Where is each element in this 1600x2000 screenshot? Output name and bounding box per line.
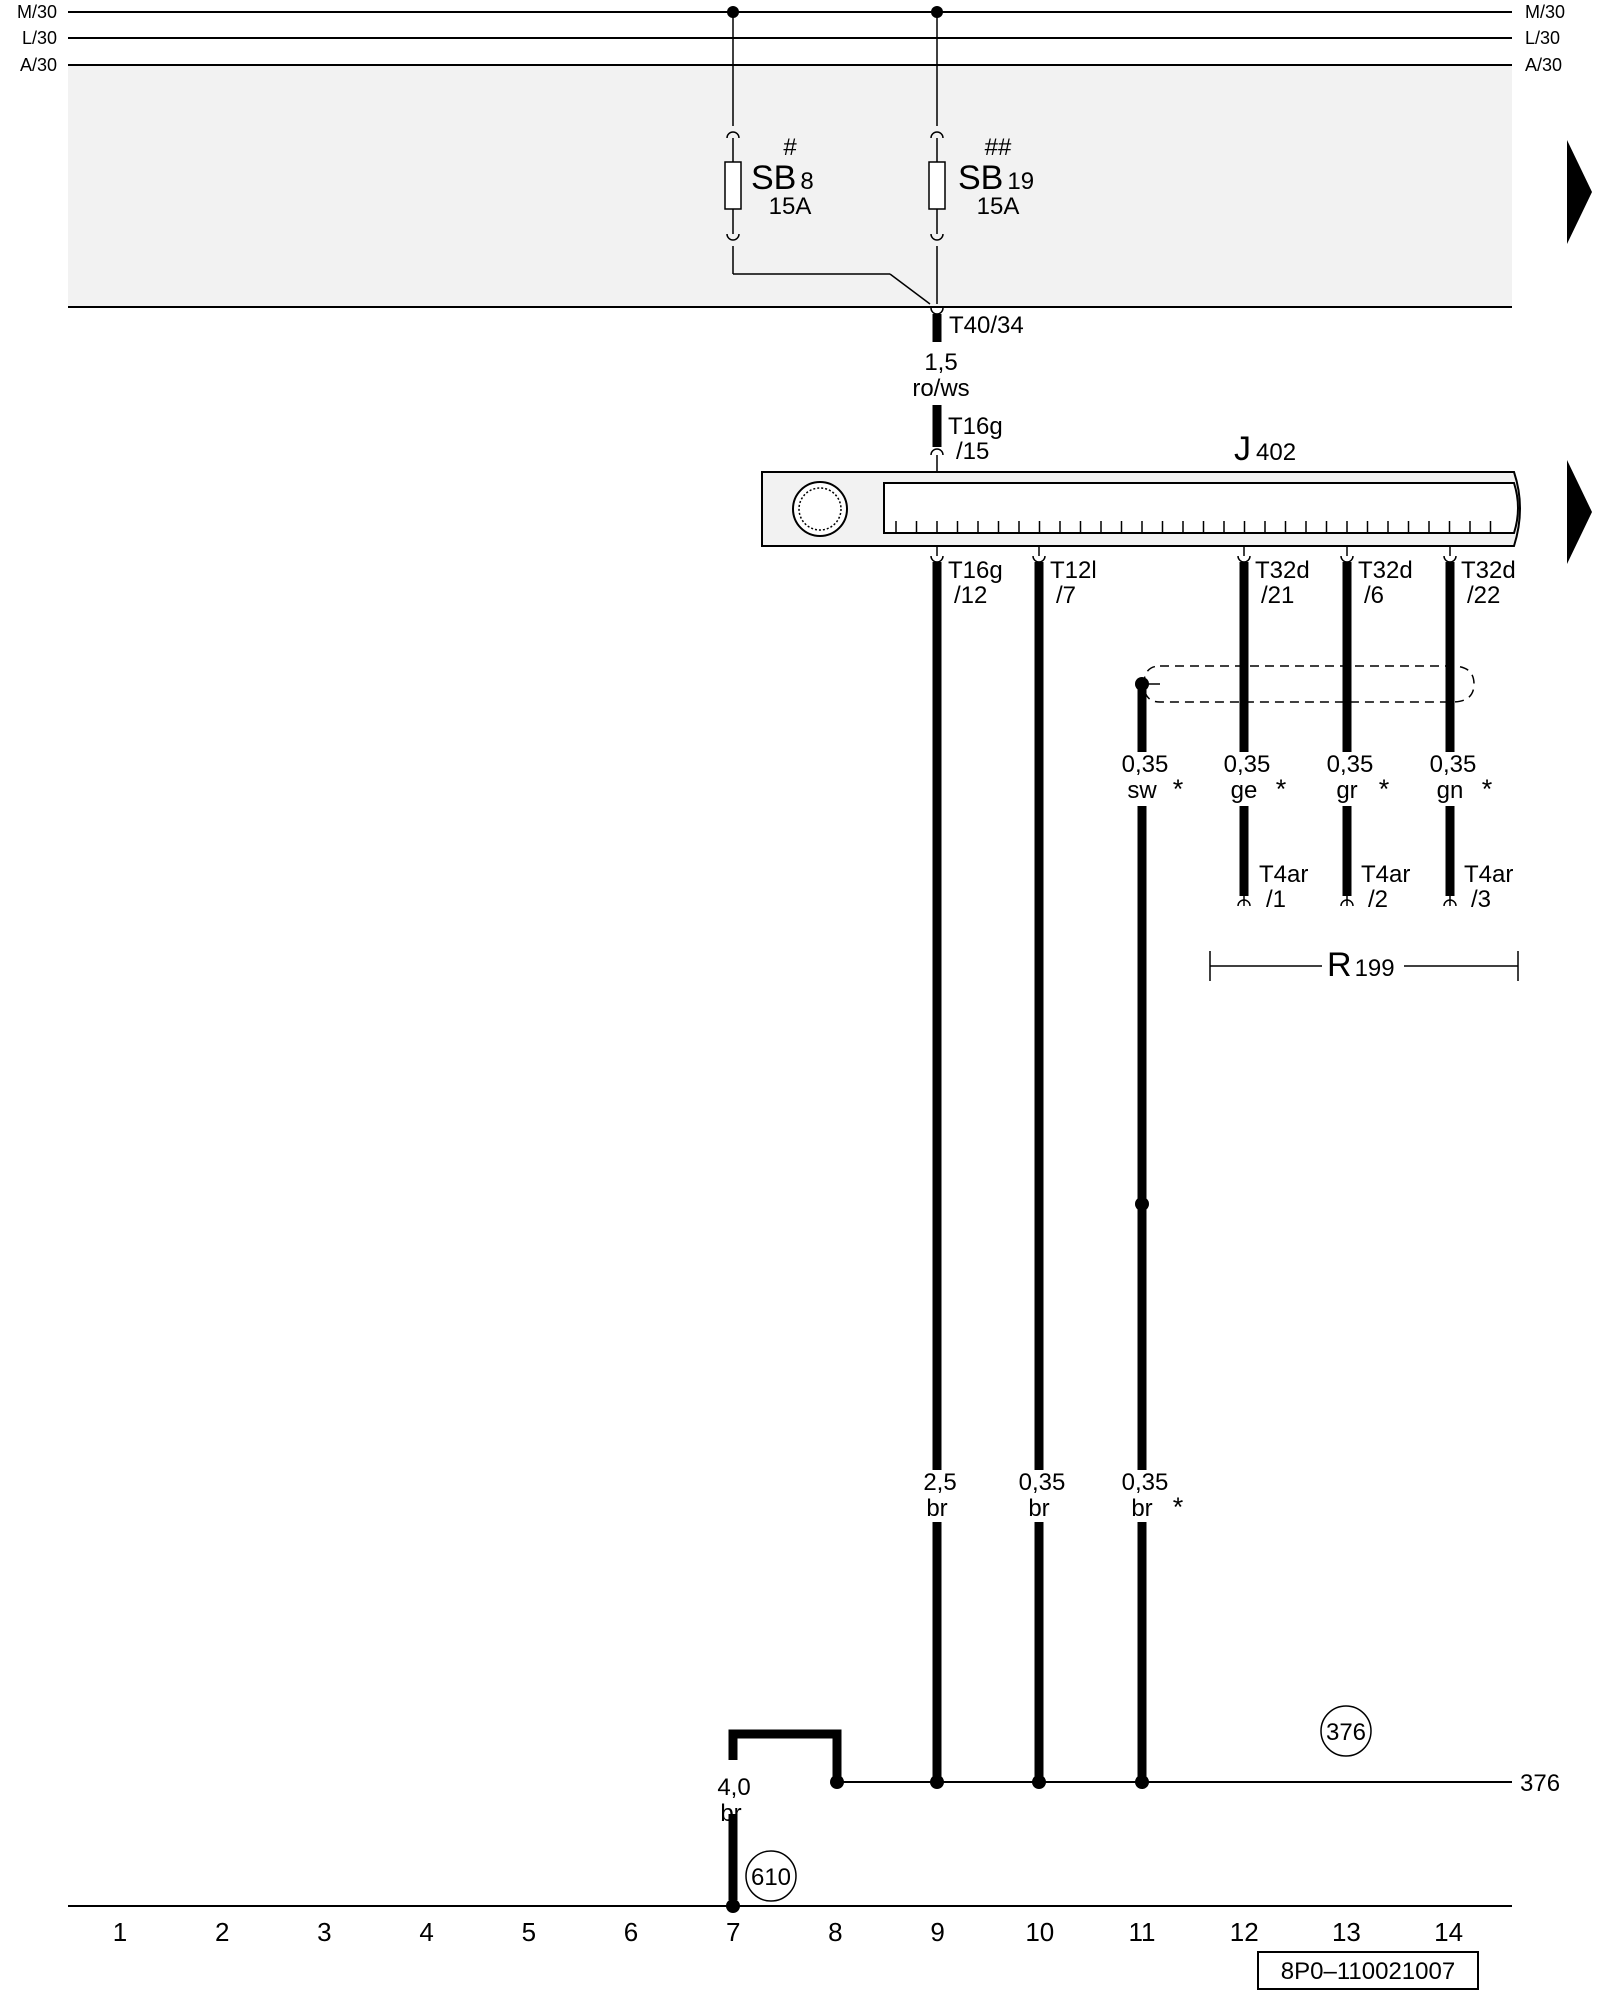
rail-label-m30-right: M/30 <box>1525 2 1565 22</box>
wire-track-11-color: br <box>1131 1495 1152 1522</box>
wire-track-11-mark: * <box>1173 1492 1184 1522</box>
supply-wire-size: 1,5 <box>924 349 957 376</box>
wire-track-10-color: br <box>1028 1495 1049 1522</box>
wire-ground-color: br <box>720 1800 741 1827</box>
fuse-sb19-mark: ## <box>985 134 1012 161</box>
splice-track-11 <box>1135 1197 1149 1211</box>
track-number: 8 <box>828 1917 842 1947</box>
track-number: 11 <box>1129 1917 1156 1947</box>
wire-ge-size: 0,35 <box>1224 751 1271 778</box>
track-number: 1 <box>113 1917 127 1947</box>
rail-label-a30-right: A/30 <box>1525 55 1562 75</box>
doc-code: 8P0–110021007 <box>1281 1958 1455 1985</box>
wire-ground-size: 4,0 <box>717 1774 750 1801</box>
r199-extent <box>1209 951 1519 981</box>
wire-ge-color: ge <box>1231 777 1258 804</box>
track-number: 14 <box>1434 1917 1463 1947</box>
ground-bus-376-label: 376 <box>1520 1770 1560 1797</box>
track-number: 5 <box>522 1917 536 1947</box>
connector-t4ar-3: T4ar/3 <box>1464 861 1513 913</box>
track-number: 10 <box>1025 1917 1054 1947</box>
j402-pin-strip <box>895 521 1492 533</box>
cable-shield <box>1135 665 1475 703</box>
connector-t32d-6: T32d/6 <box>1358 557 1413 609</box>
fuse-sb19-rating: 15A <box>977 193 1020 220</box>
fuse-sb8-mark: # <box>783 134 797 161</box>
heavy-wires <box>728 562 1455 1900</box>
fuse-box-zone <box>68 66 1512 308</box>
supply-wire <box>930 307 944 472</box>
ground-ref-610: 610 <box>751 1864 791 1891</box>
wire-sw-mark: * <box>1173 774 1184 804</box>
wire-gn-color: gn <box>1437 777 1464 804</box>
track-number: 13 <box>1332 1917 1361 1947</box>
supply-wire-color: ro/ws <box>912 375 969 402</box>
wire-gr-mark: * <box>1379 774 1390 804</box>
connector-t4ar-1: T4ar/1 <box>1259 861 1308 913</box>
track-number: 3 <box>317 1917 331 1947</box>
wire-gr-size: 0,35 <box>1327 751 1374 778</box>
rail-label-a30-left: A/30 <box>20 55 57 75</box>
track-number: 2 <box>215 1917 229 1947</box>
fuse-sb8-rating: 15A <box>769 193 812 220</box>
wire-gn-size: 0,35 <box>1430 751 1477 778</box>
wire-sw-size: 0,35 <box>1122 751 1169 778</box>
connector-t12l-7: T12l/7 <box>1050 557 1097 609</box>
track-number: 9 <box>930 1917 944 1947</box>
ground-bus-splices <box>830 1775 1149 1789</box>
continuation-arrow-top <box>1567 140 1592 244</box>
power-rails <box>68 11 1512 66</box>
wire-track-9-size: 2,5 <box>923 1469 956 1496</box>
connector-t32d-22: T32d/22 <box>1461 557 1516 609</box>
ground-ref-376: 376 <box>1326 1719 1366 1746</box>
track-number: 12 <box>1230 1917 1259 1947</box>
fuse-sb19 <box>928 6 946 304</box>
track-number: 4 <box>419 1917 433 1947</box>
wire-gr-color: gr <box>1336 777 1357 804</box>
fuse-sb8 <box>724 6 931 305</box>
ground-point-track-7 <box>726 1899 740 1913</box>
connector-t4ar-2: T4ar/2 <box>1361 861 1410 913</box>
ground-ref-610-circle <box>745 1850 797 1902</box>
wire-ground-bridge <box>728 1729 842 1900</box>
wire-track-10-size: 0,35 <box>1019 1469 1066 1496</box>
connector-t32d-21: T32d/21 <box>1255 557 1310 609</box>
connector-t16g-15: T16g/15 <box>948 413 1003 465</box>
connector-t40-34: T40/34 <box>949 312 1024 339</box>
track-number: 7 <box>726 1917 740 1947</box>
wire-sw-color: sw <box>1127 777 1157 804</box>
connector-t16g-12: T16g/12 <box>948 557 1003 609</box>
control-unit-j402 <box>761 471 1521 547</box>
doc-code-box <box>1257 1951 1479 1990</box>
t4ar-terminations <box>1237 896 1457 907</box>
wire-track-11-size: 0,35 <box>1122 1469 1169 1496</box>
wire-gn-mark: * <box>1482 774 1493 804</box>
rail-label-l30-left: L/30 <box>22 28 57 48</box>
wire-track-9-color: br <box>926 1495 947 1522</box>
rail-label-l30-right: L/30 <box>1525 28 1560 48</box>
wire-ge-mark: * <box>1276 774 1287 804</box>
ground-ref-376-circle <box>1320 1705 1372 1757</box>
rail-label-m30-left: M/30 <box>17 2 57 22</box>
track-number: 6 <box>624 1917 638 1947</box>
continuation-arrow-mid <box>1567 460 1592 564</box>
